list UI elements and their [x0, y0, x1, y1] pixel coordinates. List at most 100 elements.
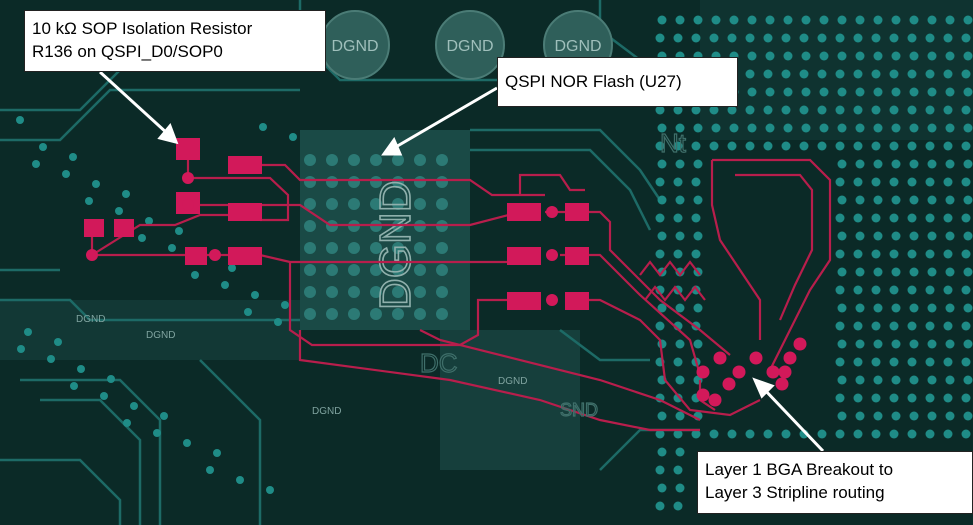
- flash-via: [326, 242, 338, 254]
- via: [873, 87, 883, 97]
- via: [891, 159, 901, 169]
- via: [819, 15, 829, 25]
- via: [889, 141, 899, 151]
- via: [925, 429, 935, 439]
- inner-trace: [0, 298, 300, 322]
- via: [961, 357, 971, 367]
- via: [925, 393, 935, 403]
- via: [781, 69, 791, 79]
- via: [281, 301, 289, 309]
- via: [961, 321, 971, 331]
- flash-via: [392, 308, 404, 320]
- via: [855, 195, 865, 205]
- trace-serpentine-2: [644, 285, 706, 302]
- via: [781, 33, 791, 43]
- via: [228, 264, 236, 272]
- via: [891, 411, 901, 421]
- flash-via: [436, 242, 448, 254]
- via: [691, 141, 701, 151]
- flash-via: [370, 308, 382, 320]
- via: [691, 177, 701, 187]
- flash-via: [414, 286, 426, 298]
- via: [945, 303, 955, 313]
- via: [927, 195, 937, 205]
- via: [943, 141, 953, 151]
- via: [909, 87, 919, 97]
- via: [691, 249, 701, 259]
- arrow-bga-line: [761, 386, 825, 453]
- via: [783, 123, 793, 133]
- via: [853, 285, 863, 295]
- via: [837, 159, 847, 169]
- via: [891, 15, 901, 25]
- inner-trace: [199, 359, 262, 525]
- via: [963, 231, 973, 241]
- via: [925, 177, 935, 187]
- via: [657, 15, 667, 25]
- via: [673, 105, 683, 115]
- via: [945, 339, 955, 349]
- silk-dc: DC: [420, 348, 458, 378]
- via: [891, 195, 901, 205]
- via: [783, 51, 793, 61]
- via: [745, 69, 755, 79]
- via: [801, 15, 811, 25]
- trace-right-3: [580, 298, 761, 417]
- via: [747, 51, 757, 61]
- flash-pad-right-5: [507, 292, 541, 310]
- via: [927, 87, 937, 97]
- via: [873, 267, 883, 277]
- flash-via: [304, 176, 316, 188]
- via: [781, 105, 791, 115]
- via: [945, 267, 955, 277]
- via: [889, 213, 899, 223]
- via: [70, 382, 78, 390]
- via: [943, 213, 953, 223]
- via: [673, 213, 683, 223]
- via: [17, 345, 25, 353]
- via: [691, 105, 701, 115]
- via: [673, 33, 683, 43]
- via: [747, 123, 757, 133]
- flash-pad-right-6: [565, 292, 589, 310]
- via: [817, 141, 827, 151]
- via: [115, 207, 123, 215]
- via: [675, 375, 685, 385]
- flash-via: [326, 198, 338, 210]
- via: [236, 476, 244, 484]
- via: [871, 321, 881, 331]
- via: [673, 177, 683, 187]
- via: [909, 339, 919, 349]
- via: [837, 303, 847, 313]
- trace-right-1: [545, 210, 731, 356]
- via: [837, 195, 847, 205]
- via: [655, 105, 665, 115]
- via: [943, 249, 953, 259]
- via: [945, 87, 955, 97]
- via: [160, 412, 168, 420]
- flash-via: [436, 154, 448, 166]
- via: [765, 51, 775, 61]
- via: [853, 249, 863, 259]
- via: [871, 285, 881, 295]
- via: [39, 143, 47, 151]
- inner-trace: [470, 148, 652, 231]
- via: [745, 105, 755, 115]
- inner-trace: [20, 378, 162, 525]
- via: [819, 123, 829, 133]
- via: [873, 303, 883, 313]
- inner-trace: [470, 128, 662, 201]
- via: [853, 105, 863, 115]
- via: [835, 321, 845, 331]
- via: [963, 15, 973, 25]
- via: [745, 33, 755, 43]
- via: [817, 105, 827, 115]
- via: [675, 159, 685, 169]
- via: [925, 213, 935, 223]
- via: [122, 190, 130, 198]
- arrow-resistor-line: [98, 70, 170, 136]
- via: [943, 321, 953, 331]
- flash-via: [326, 286, 338, 298]
- via: [943, 177, 953, 187]
